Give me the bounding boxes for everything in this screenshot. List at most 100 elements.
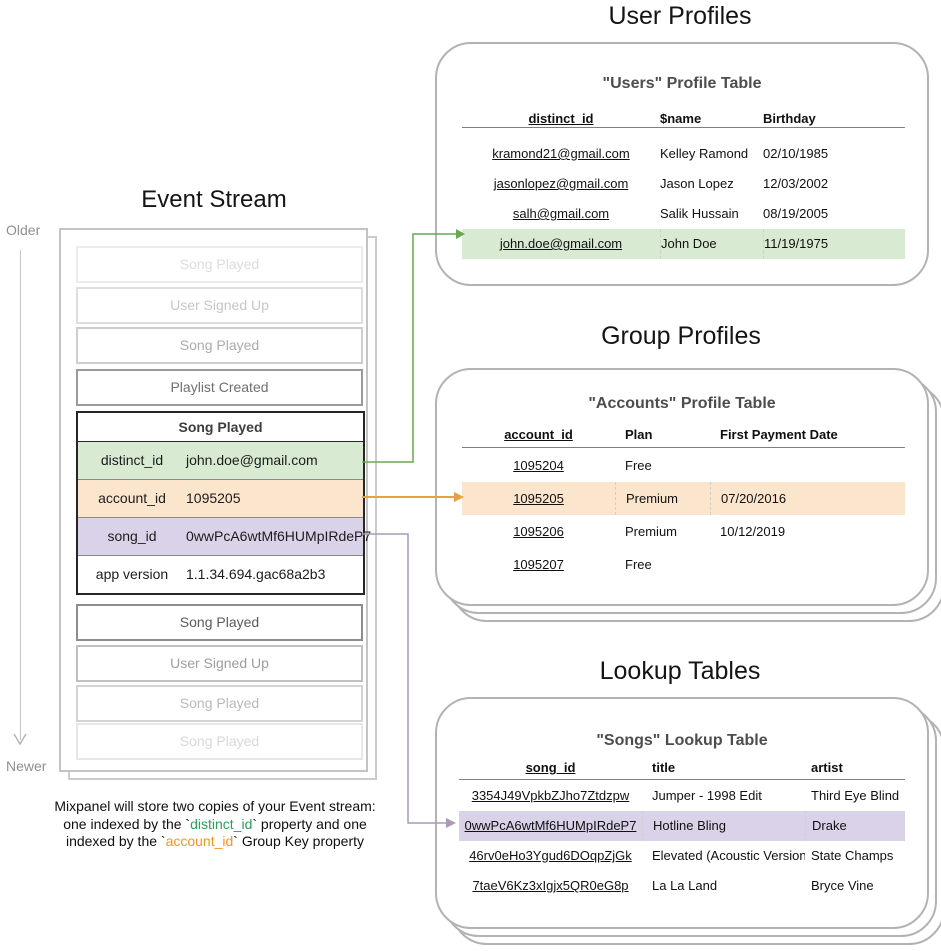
cell-distinct-id: john.doe@gmail.com bbox=[499, 236, 623, 251]
songs-table-heading: "Songs" Lookup Table bbox=[596, 732, 768, 749]
table-row: 7taeV6Kz3xIgjx5QR0eG8p La La Land Bryce … bbox=[459, 871, 905, 901]
cell-plan: Free bbox=[625, 458, 652, 473]
users-table: distinct_id $name Birthday kramond21@gma… bbox=[462, 104, 905, 259]
cell-plan: Premium bbox=[615, 482, 710, 515]
caption-distinct-id-keyword: distinct_id bbox=[190, 815, 253, 832]
cell-first-payment-date: 07/20/2016 bbox=[710, 482, 905, 515]
table-row-highlighted: 1095205 Premium 07/20/2016 bbox=[462, 482, 905, 515]
user-profiles-title: User Profiles bbox=[608, 2, 752, 30]
table-row-highlighted: 0wwPcA6wtMf6HUMpIRdeP7 Hotline Bling Dra… bbox=[459, 811, 905, 841]
event-box: Song Played bbox=[76, 685, 363, 722]
accounts-table-header: account_id Plan First Payment Date bbox=[462, 424, 905, 446]
cell-distinct-id: salh@gmail.com bbox=[512, 206, 610, 221]
cell-birthday: 02/10/1985 bbox=[763, 146, 829, 161]
expanded-event-title: Song Played bbox=[78, 413, 363, 442]
header-rule bbox=[462, 127, 905, 128]
column-header: artist bbox=[811, 760, 843, 775]
cell-plan: Free bbox=[625, 557, 652, 572]
cell-title: La La Land bbox=[652, 878, 718, 893]
property-value: 1095205 bbox=[186, 490, 241, 506]
songs-table: song_id title artist 3354J49VpkbZJho7Ztd… bbox=[459, 757, 905, 901]
cell-first-payment-date bbox=[710, 548, 905, 581]
header-rule bbox=[459, 779, 905, 780]
caption-line3-post: ` Group Key property bbox=[233, 833, 365, 849]
cell-artist: Bryce Vine bbox=[811, 878, 874, 893]
property-value: 0wwPcA6wtMf6HUMpIRdeP7 bbox=[186, 528, 372, 544]
cell-birthday: 08/19/2005 bbox=[763, 206, 829, 221]
property-value: john.doe@gmail.com bbox=[186, 452, 318, 468]
caption: Mixpanel will store two copies of your E… bbox=[10, 798, 420, 851]
table-row: kramond21@gmail.com Kelley Ramond 02/10/… bbox=[462, 139, 905, 169]
property-key: song_id bbox=[107, 528, 157, 544]
cell-title: Jumper - 1998 Edit bbox=[652, 788, 762, 803]
column-header: $name bbox=[660, 111, 702, 126]
event-box: User Signed Up bbox=[76, 645, 363, 682]
event-stream-container: Song Played User Signed Up Song Played P… bbox=[59, 228, 371, 772]
cell-account-id: 1095205 bbox=[513, 491, 564, 506]
column-header: distinct_id bbox=[528, 111, 594, 126]
property-value: 1.1.34.694.gac68a2b3 bbox=[186, 566, 326, 582]
cell-song-id: 0wwPcA6wtMf6HUMpIRdeP7 bbox=[464, 818, 637, 833]
cell-account-id: 1095207 bbox=[513, 557, 564, 572]
table-row: salh@gmail.com Salik Hussain 08/19/2005 bbox=[462, 199, 905, 229]
songs-table-header: song_id title artist bbox=[459, 757, 905, 779]
property-row-song-id: song_id 0wwPcA6wtMf6HUMpIRdeP7 bbox=[78, 517, 371, 555]
table-row: 3354J49VpkbZJho7Ztdzpw Jumper - 1998 Edi… bbox=[459, 781, 905, 811]
lookup-tables-title: Lookup Tables bbox=[599, 657, 761, 685]
cell-artist: State Champs bbox=[811, 848, 894, 863]
cell-first-payment-date bbox=[710, 449, 905, 482]
event-box: Playlist Created bbox=[76, 369, 363, 406]
cell-account-id: 1095206 bbox=[513, 524, 564, 539]
property-key: app version bbox=[95, 566, 169, 582]
cell-name: Kelley Ramond bbox=[660, 146, 749, 161]
cell-song-id: 3354J49VpkbZJho7Ztdzpw bbox=[471, 788, 630, 803]
column-header: Birthday bbox=[763, 111, 816, 126]
property-row-distinct-id: distinct_id john.doe@gmail.com bbox=[78, 442, 363, 479]
cell-first-payment-date: 10/12/2019 bbox=[720, 524, 786, 539]
column-header: First Payment Date bbox=[720, 427, 838, 442]
caption-line2-post: ` property and one bbox=[252, 815, 367, 832]
header-rule bbox=[462, 447, 905, 448]
cell-song-id: 7taeV6Kz3xIgjx5QR0eG8p bbox=[472, 878, 629, 893]
cell-birthday: 12/03/2002 bbox=[763, 176, 829, 191]
users-table-heading: "Users" Profile Table bbox=[602, 75, 762, 92]
cell-title: Hotline Bling bbox=[642, 811, 805, 841]
property-row-app-version: app version 1.1.34.694.gac68a2b3 bbox=[78, 555, 363, 593]
users-table-header: distinct_id $name Birthday bbox=[462, 104, 905, 134]
event-box: Song Played bbox=[76, 604, 363, 641]
timeline-line bbox=[20, 250, 21, 740]
column-header: Plan bbox=[625, 427, 653, 442]
caption-line2-pre: one indexed by the ` bbox=[63, 815, 191, 832]
cell-distinct-id: jasonlopez@gmail.com bbox=[493, 176, 629, 191]
event-box: Song Played bbox=[76, 723, 363, 760]
cell-title: Elevated (Acoustic Version) bbox=[652, 848, 805, 863]
expanded-event-card: Song Played distinct_id john.doe@gmail.c… bbox=[76, 411, 371, 595]
cell-name: John Doe bbox=[660, 229, 763, 259]
event-box: Song Played bbox=[76, 246, 363, 283]
cell-birthday: 11/19/1975 bbox=[763, 229, 905, 259]
column-header: account_id bbox=[504, 427, 573, 442]
table-row: 1095206 Premium 10/12/2019 bbox=[462, 515, 905, 548]
table-row: 1095207 Free bbox=[462, 548, 905, 581]
accounts-table: account_id Plan First Payment Date 10952… bbox=[462, 424, 905, 581]
older-label: Older bbox=[6, 222, 41, 238]
column-header: song_id bbox=[525, 760, 576, 775]
property-key: account_id bbox=[98, 490, 166, 506]
cell-song-id: 46rv0eHo3Ygud6DOqpZjGk bbox=[469, 848, 632, 863]
table-row: jasonlopez@gmail.com Jason Lopez 12/03/2… bbox=[462, 169, 905, 199]
property-key: distinct_id bbox=[100, 452, 164, 468]
property-row-account-id: account_id 1095205 bbox=[78, 479, 363, 517]
event-box: Song Played bbox=[76, 327, 363, 364]
caption-account-id-keyword: account_id bbox=[165, 833, 234, 849]
event-box: User Signed Up bbox=[76, 287, 363, 324]
cell-plan: Premium bbox=[625, 524, 678, 539]
table-row-highlighted: john.doe@gmail.com John Doe 11/19/1975 bbox=[462, 229, 905, 259]
caption-line1: Mixpanel will store two copies of your E… bbox=[54, 798, 376, 814]
table-row: 46rv0eHo3Ygud6DOqpZjGk Elevated (Acousti… bbox=[459, 841, 905, 871]
cell-distinct-id: kramond21@gmail.com bbox=[492, 146, 630, 161]
event-stream-title: Event Stream bbox=[141, 186, 287, 213]
table-row: 1095204 Free bbox=[462, 449, 905, 482]
group-profiles-title: Group Profiles bbox=[601, 322, 761, 350]
cell-artist: Third Eye Blind bbox=[811, 788, 900, 803]
